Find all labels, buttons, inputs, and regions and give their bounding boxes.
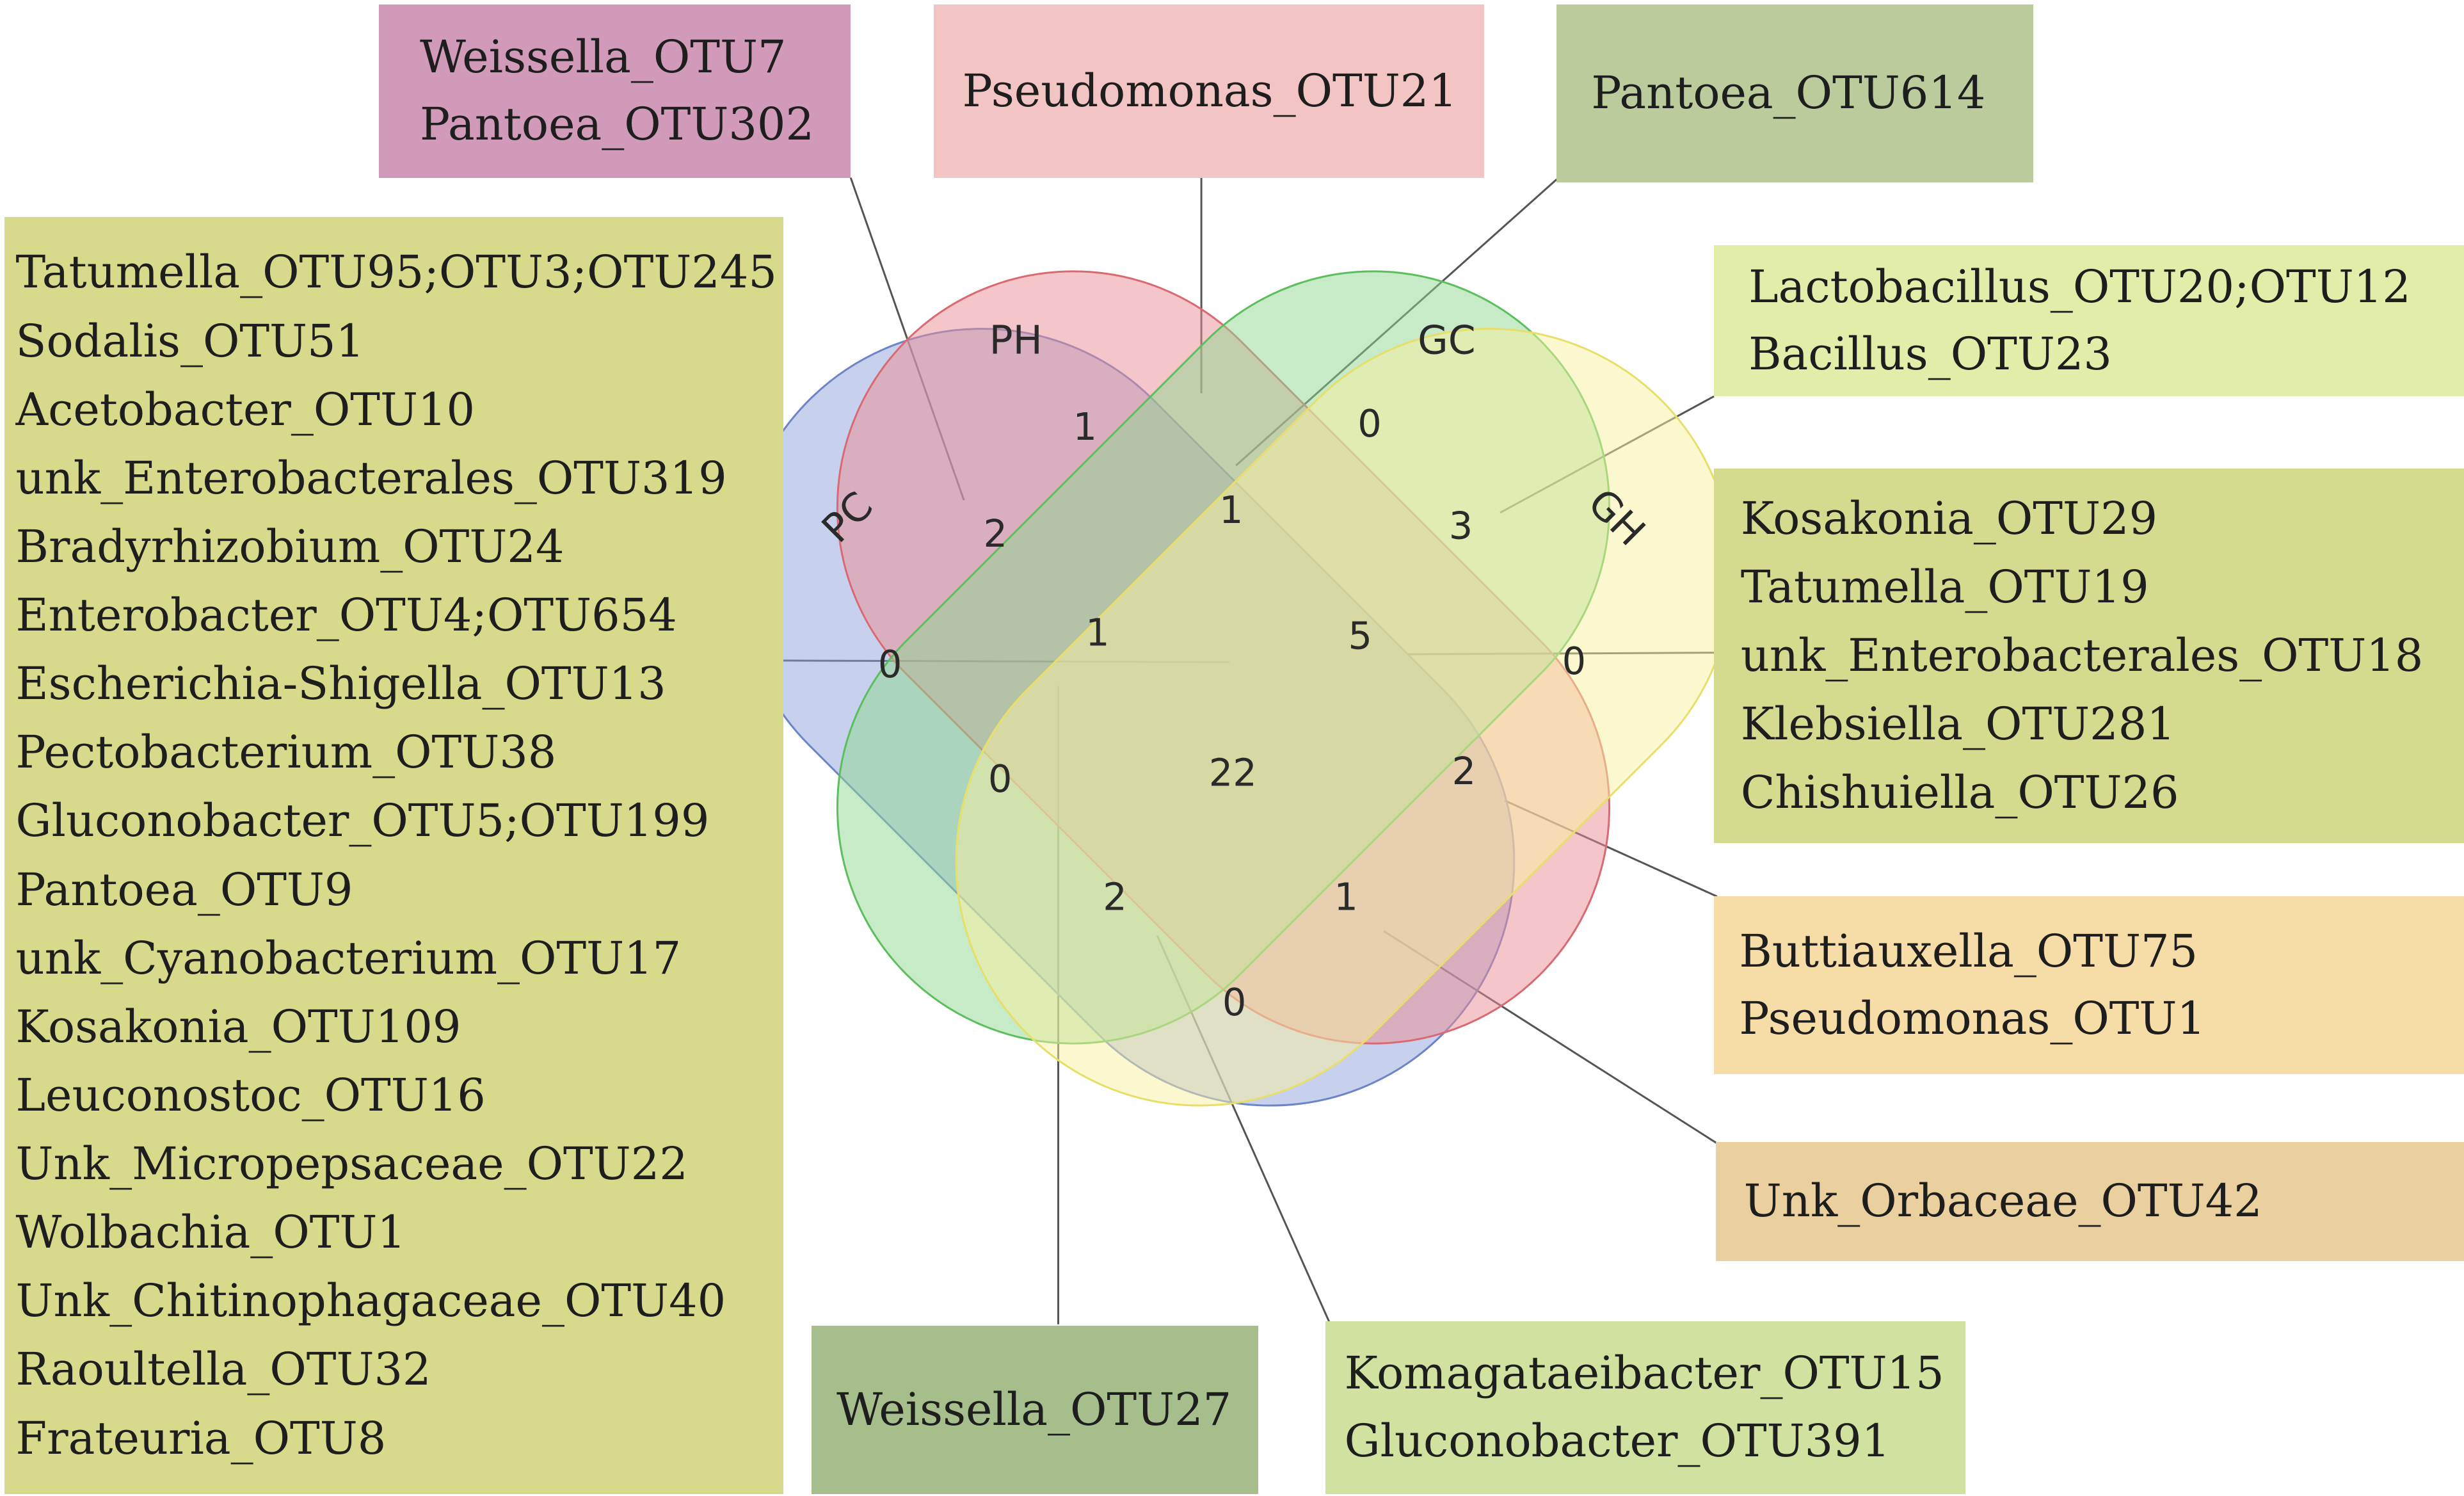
otu-label: Pantoea_OTU614 <box>1591 67 1986 120</box>
region-count-ph-gc-gh: 5 <box>1348 614 1372 658</box>
region-count-ph-gh: 2 <box>1452 749 1476 793</box>
otu-label: Gluconobacter_OTU5;OTU199 <box>15 794 710 848</box>
region-count-pc-gc: 0 <box>988 757 1012 801</box>
otu-label: Buttiauxella_OTU75 <box>1739 924 2198 977</box>
otu-label: Unk_Micropepsaceae_OTU22 <box>15 1138 688 1191</box>
otu-label: Bradyrhizobium_OTU24 <box>15 520 564 573</box>
region-count-all: 22 <box>1209 750 1257 794</box>
otu-label: Unk_Chitinophagaceae_OTU40 <box>15 1275 726 1328</box>
otu-box-ph-gc: Pantoea_OTU614 <box>1556 4 2033 182</box>
region-count-ph-only: 1 <box>1073 405 1098 449</box>
region-count-pc-gc-gh: 2 <box>1103 874 1127 919</box>
otu-label: Enterobacter_OTU4;OTU654 <box>15 589 677 642</box>
region-count-gc-only: 0 <box>1357 401 1382 446</box>
otu-label: Unk_Orbaceae_OTU42 <box>1743 1175 2262 1228</box>
otu-box-pc-ph-gc: Weissella_OTU27 <box>811 1326 1258 1495</box>
otu-label: Chishuiella_OTU26 <box>1740 766 2179 819</box>
region-count-pc-ph-gc: 1 <box>1085 611 1110 655</box>
otu-label: Leuconostoc_OTU16 <box>15 1068 486 1122</box>
otu-label: Pantoea_OTU302 <box>419 98 815 151</box>
set-label-gc: GC <box>1418 318 1475 364</box>
otu-label: Acetobacter_OTU10 <box>15 383 476 436</box>
set-shapes <box>736 270 1734 1107</box>
otu-box-pc-ph-gh: Unk_Orbaceae_OTU42 <box>1715 1141 2464 1262</box>
otu-label: Kosakonia_OTU29 <box>1740 492 2158 545</box>
region-count-gc-gh: 3 <box>1449 504 1473 548</box>
region-count-pc-ph: 2 <box>983 511 1007 556</box>
otu-label: unk_Enterobacterales_OTU319 <box>15 451 727 504</box>
otu-label: Kosakonia_OTU109 <box>15 1000 461 1053</box>
otu-label: unk_Cyanobacterium_OTU17 <box>15 931 682 985</box>
set-label-ph: PH <box>989 318 1043 364</box>
region-count-ph-gc: 1 <box>1219 488 1244 532</box>
otu-label: Tatumella_OTU95;OTU3;OTU245 <box>15 246 777 299</box>
otu-label: Wolbachia_OTU1 <box>15 1206 406 1259</box>
otu-box-ph-only: Pseudomonas_OTU21 <box>934 4 1485 178</box>
otu-label: Tatumella_OTU19 <box>1740 561 2149 614</box>
otu-label: Pseudomonas_OTU21 <box>962 64 1457 117</box>
otu-label: Pseudomonas_OTU1 <box>1739 992 2205 1045</box>
otu-label: Pectobacterium_OTU38 <box>15 726 557 779</box>
otu-label: Klebsiella_OTU281 <box>1740 697 2175 750</box>
otu-label: Frateuria_OTU8 <box>15 1412 387 1465</box>
set-shape-gh <box>955 328 1734 1107</box>
otu-label: Raoultella_OTU32 <box>15 1343 431 1396</box>
otu-label: unk_Enterobacterales_OTU18 <box>1740 629 2424 682</box>
otu-label: Sodalis_OTU51 <box>15 314 365 367</box>
otu-label: Lactobacillus_OTU20;OTU12 <box>1748 260 2411 313</box>
otu-label: Weissella_OTU7 <box>419 30 787 83</box>
region-count-gh-only: 0 <box>1562 639 1587 683</box>
region-count-pc-gh: 0 <box>1222 980 1247 1024</box>
otu-label: Weissella_OTU27 <box>836 1383 1232 1436</box>
otu-label: Pantoea_OTU9 <box>15 863 353 916</box>
region-count-pc-only: 0 <box>878 642 902 686</box>
otu-label: Gluconobacter_OTU391 <box>1344 1414 1891 1467</box>
otu-label: Escherichia-Shigella_OTU13 <box>15 657 666 711</box>
region-count-pc-ph-gh: 1 <box>1334 874 1358 919</box>
otu-label: Komagataeibacter_OTU15 <box>1344 1347 1944 1400</box>
otu-label: Bacillus_OTU23 <box>1748 328 2112 381</box>
